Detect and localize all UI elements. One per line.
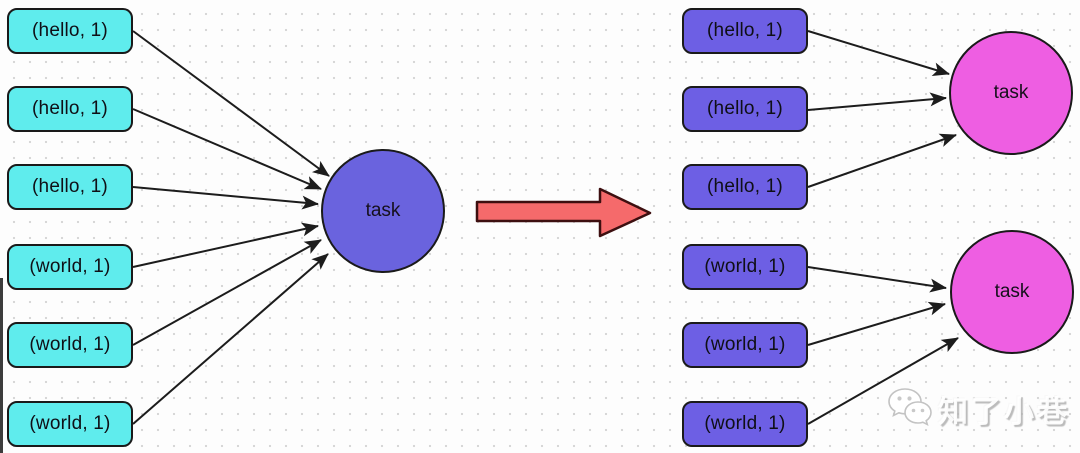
watermark: 知了小巷 <box>884 386 1070 432</box>
flow-arrow-after-1 <box>807 30 950 77</box>
screen-edge-artifact <box>0 278 3 453</box>
before-input-label-5: (world, 1) <box>29 334 111 355</box>
wechat-icon <box>888 388 932 427</box>
before-task-circle: task <box>321 149 445 273</box>
before-input-box-5: (world, 1) <box>7 322 133 368</box>
transition-arrow <box>475 187 652 238</box>
after-input-box-2: (hello, 1) <box>682 86 808 132</box>
before-input-box-1: (hello, 1) <box>7 8 133 54</box>
after-task-label-1: task <box>993 82 1029 103</box>
before-input-box-2: (hello, 1) <box>7 86 133 132</box>
flow-arrow-before-4 <box>132 222 319 268</box>
before-input-box-6: (world, 1) <box>7 401 133 447</box>
after-input-box-5: (world, 1) <box>682 322 808 368</box>
flow-arrow-after-4 <box>807 266 947 293</box>
before-input-label-3: (hello, 1) <box>32 176 108 197</box>
flow-arrow-before-1 <box>132 30 330 177</box>
before-input-label-1: (hello, 1) <box>32 20 108 41</box>
flow-arrow-before-2 <box>132 108 322 190</box>
flow-arrow-before-5 <box>132 239 322 346</box>
after-input-label-3: (hello, 1) <box>707 176 783 197</box>
watermark-text: 知了小巷 <box>938 396 1070 429</box>
after-input-label-4: (world, 1) <box>704 256 786 277</box>
flow-arrow-after-5 <box>807 301 946 346</box>
after-input-label-6: (world, 1) <box>704 413 786 434</box>
after-input-label-5: (world, 1) <box>704 334 786 355</box>
flow-arrow-after-3 <box>807 133 957 188</box>
after-task-label-2: task <box>994 281 1030 302</box>
after-input-box-3: (hello, 1) <box>682 164 808 210</box>
after-task-circle-2: task <box>950 230 1074 354</box>
before-input-box-3: (hello, 1) <box>7 164 133 210</box>
flow-arrow-after-2 <box>807 92 947 111</box>
before-input-box-4: (world, 1) <box>7 244 133 290</box>
after-task-circle-1: task <box>949 31 1073 155</box>
after-input-box-4: (world, 1) <box>682 244 808 290</box>
flow-arrow-before-6 <box>132 253 329 425</box>
before-input-label-6: (world, 1) <box>29 413 111 434</box>
after-input-label-1: (hello, 1) <box>707 20 783 41</box>
after-input-box-1: (hello, 1) <box>682 8 808 54</box>
after-input-box-6: (world, 1) <box>682 401 808 447</box>
before-task-label: task <box>365 200 401 221</box>
before-input-label-2: (hello, 1) <box>32 98 108 119</box>
flow-arrow-before-3 <box>132 186 319 210</box>
before-input-label-4: (world, 1) <box>29 256 111 277</box>
after-input-label-2: (hello, 1) <box>707 98 783 119</box>
